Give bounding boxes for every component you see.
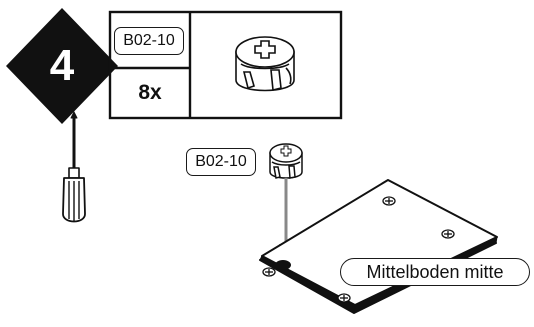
board-screw-icon: [262, 267, 276, 277]
part-quantity: 8x: [138, 81, 162, 104]
part-code-label: B02-10: [114, 27, 184, 55]
board-hole: [275, 260, 291, 270]
mittelboden-board: [259, 179, 498, 314]
step-badge: [6, 8, 118, 124]
board-screw-icon: [382, 196, 396, 206]
cam-lock-nut-icon: [235, 36, 295, 92]
parts-table-frame: [108, 10, 343, 120]
board-label: Mittelboden mitte: [340, 258, 530, 286]
board-screw-icon: [337, 293, 351, 303]
board-screw-icon: [441, 229, 455, 239]
cam-lock-nut-small-icon: [269, 143, 303, 179]
step-number: 4: [49, 41, 75, 90]
assembly-part-code-callout: B02-10: [186, 148, 256, 176]
parts-table: [108, 10, 343, 120]
step-diamond-shape: [6, 8, 118, 124]
screwdriver-icon: [62, 111, 86, 223]
